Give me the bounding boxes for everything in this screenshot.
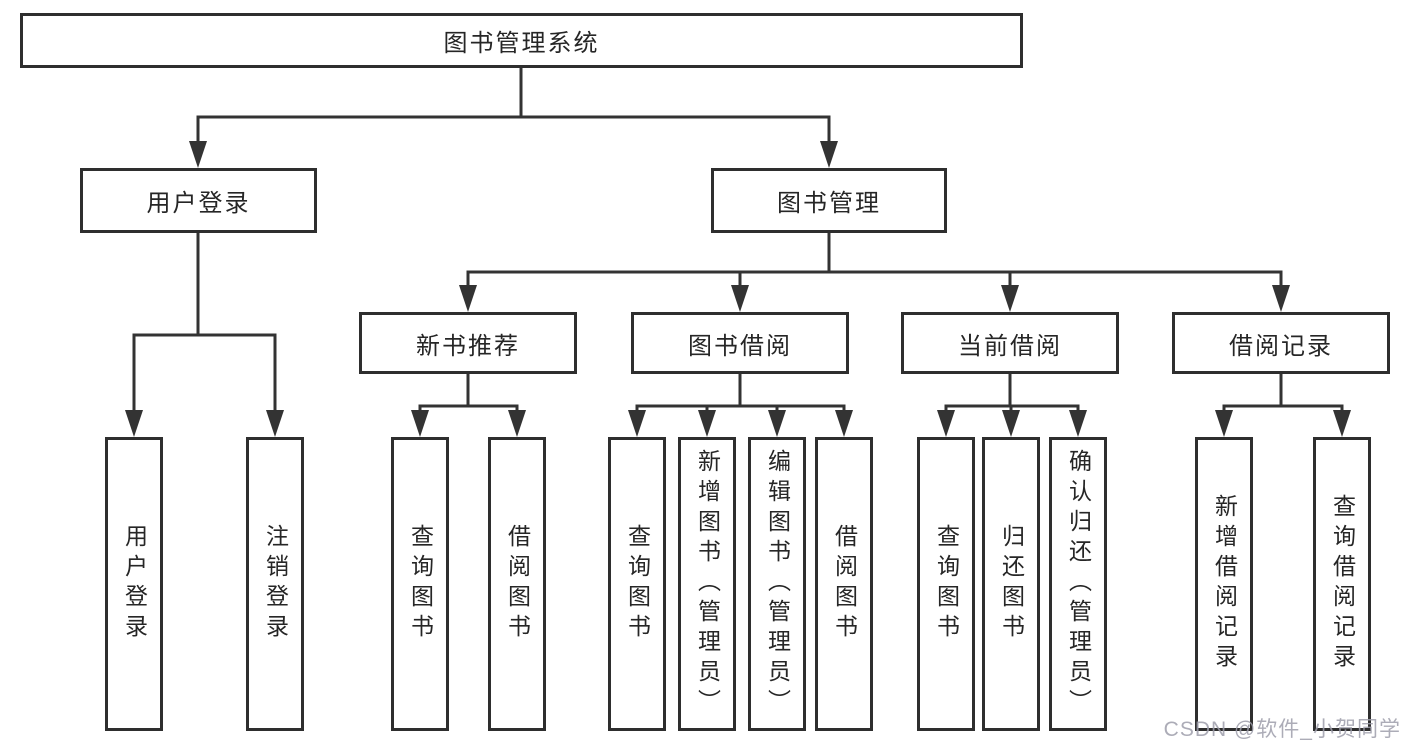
leaf-user-login: 用户登录 [105, 437, 163, 731]
leaf-nb-query-books: 查询图书 [391, 437, 449, 731]
leaf-logout: 注销登录 [246, 437, 304, 731]
node-book-management: 图书管理 [711, 168, 947, 233]
leaf-bb-edit-book-admin-label: 编辑图书（管理员） [764, 449, 791, 719]
node-root-label: 图书管理系统 [443, 30, 600, 57]
leaf-bb-borrow-books-label: 借阅图书 [831, 524, 858, 644]
node-user-login: 用户登录 [80, 168, 317, 233]
node-new-book-recommend-label: 新书推荐 [416, 332, 520, 360]
leaf-bb-add-book-admin-label: 新增图书（管理员） [694, 449, 721, 719]
node-current-borrow-label: 当前借阅 [958, 332, 1062, 360]
node-book-management-label: 图书管理 [777, 190, 881, 217]
csdn-watermark: CSDN @软件_小贺同学 [1163, 718, 1401, 741]
leaf-cb-confirm-return-admin-label: 确认归还（管理员） [1065, 449, 1092, 719]
leaf-br-add-record: 新增借阅记录 [1195, 437, 1253, 731]
node-current-borrow: 当前借阅 [901, 312, 1119, 374]
leaf-br-query-record: 查询借阅记录 [1313, 437, 1371, 731]
leaf-nb-borrow-books-label: 借阅图书 [504, 524, 531, 644]
leaf-br-query-record-label: 查询借阅记录 [1329, 494, 1356, 674]
leaf-logout-label: 注销登录 [262, 524, 289, 644]
leaf-bb-query-books-label: 查询图书 [624, 524, 651, 644]
leaf-br-add-record-label: 新增借阅记录 [1211, 494, 1238, 674]
leaf-bb-borrow-books: 借阅图书 [815, 437, 873, 731]
node-book-borrow: 图书借阅 [631, 312, 849, 374]
leaf-nb-query-books-label: 查询图书 [407, 524, 434, 644]
node-borrow-records: 借阅记录 [1172, 312, 1390, 374]
node-book-borrow-label: 图书借阅 [688, 332, 792, 360]
node-root: 图书管理系统 [20, 13, 1023, 68]
node-borrow-records-label: 借阅记录 [1229, 332, 1333, 360]
leaf-bb-add-book-admin: 新增图书（管理员） [678, 437, 736, 731]
leaf-bb-query-books: 查询图书 [608, 437, 666, 731]
leaf-cb-return-books: 归还图书 [982, 437, 1040, 731]
leaf-bb-edit-book-admin: 编辑图书（管理员） [748, 437, 806, 731]
leaf-cb-query-books: 查询图书 [917, 437, 975, 731]
leaf-cb-confirm-return-admin: 确认归还（管理员） [1049, 437, 1107, 731]
leaf-nb-borrow-books: 借阅图书 [488, 437, 546, 731]
node-user-login-label: 用户登录 [146, 190, 251, 217]
leaf-cb-return-books-label: 归还图书 [998, 524, 1025, 644]
node-new-book-recommend: 新书推荐 [359, 312, 577, 374]
leaf-cb-query-books-label: 查询图书 [933, 524, 960, 644]
leaf-user-login-label: 用户登录 [121, 524, 148, 644]
